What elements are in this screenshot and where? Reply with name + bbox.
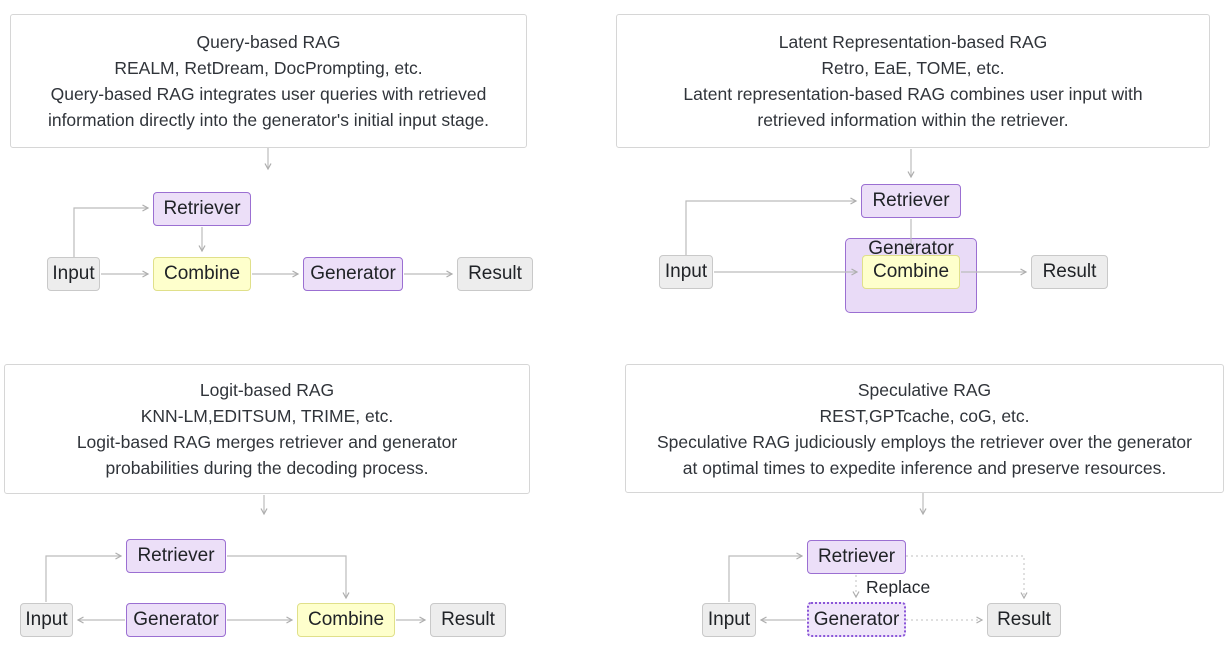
node-retriever: Retriever xyxy=(861,184,961,218)
description-line-2: information directly into the generator'… xyxy=(47,110,490,130)
description-box-latent-representation: Latent Representation-based RAG Retro, E… xyxy=(616,14,1210,148)
node-input: Input xyxy=(659,255,713,289)
node-input: Input xyxy=(20,603,73,637)
panel-title: Latent Representation-based RAG xyxy=(778,32,1048,52)
node-input: Input xyxy=(702,603,756,637)
edge-input-retriever-1 xyxy=(73,208,148,257)
panel-models: KNN-LM,EDITSUM, TRIME, etc. xyxy=(140,406,394,426)
node-retriever: Retriever xyxy=(153,192,251,226)
edge-input-retriever-3 xyxy=(45,556,121,602)
edge-input-retriever-2 xyxy=(685,201,856,255)
panel-models: REST,GPTcache, coG, etc. xyxy=(819,405,1030,426)
node-generator: Generator xyxy=(303,257,403,291)
edge-retriever-combine-3 xyxy=(227,555,346,598)
panel-title: Logit-based RAG xyxy=(199,380,335,400)
description-line-2: retrieved information within the retriev… xyxy=(757,110,1069,130)
node-generator: Generator xyxy=(126,603,226,637)
description-line-1: Logit-based RAG merges retriever and gen… xyxy=(76,432,458,452)
description-line-2: probabilities during the decoding proces… xyxy=(105,458,429,478)
node-result: Result xyxy=(457,257,533,291)
panel-models: REALM, RetDream, DocPrompting, etc. xyxy=(114,58,423,78)
description-box-query-based: Query-based RAG REALM, RetDream, DocProm… xyxy=(10,14,527,148)
node-retriever: Retriever xyxy=(807,540,906,574)
node-result: Result xyxy=(987,603,1061,637)
node-combine: Combine xyxy=(862,255,960,289)
edge-label-replace: Replace xyxy=(866,577,931,597)
edge-retriever-result-4 xyxy=(906,555,1024,598)
description-line-1: Query-based RAG integrates user queries … xyxy=(50,84,487,104)
node-retriever: Retriever xyxy=(126,539,226,573)
description-line-2: at optimal times to expedite inference a… xyxy=(682,457,1167,478)
node-combine: Combine xyxy=(297,603,395,637)
node-input: Input xyxy=(47,257,100,291)
node-combine: Combine xyxy=(153,257,251,291)
panel-models: Retro, EaE, TOME, etc. xyxy=(821,58,1005,78)
node-generator: Generator xyxy=(807,602,906,637)
panel-title: Query-based RAG xyxy=(196,32,341,52)
description-box-logit-based: Logit-based RAG KNN-LM,EDITSUM, TRIME, e… xyxy=(4,364,530,494)
description-box-speculative: Speculative RAG REST,GPTcache, coG, etc.… xyxy=(625,364,1224,493)
node-result: Result xyxy=(430,603,506,637)
description-line-1: Latent representation-based RAG combines… xyxy=(683,84,1143,104)
edge-input-retriever-4 xyxy=(728,556,802,602)
panel-title: Speculative RAG xyxy=(857,379,992,400)
node-result: Result xyxy=(1031,255,1108,289)
description-line-1: Speculative RAG judiciously employs the … xyxy=(657,431,1192,452)
